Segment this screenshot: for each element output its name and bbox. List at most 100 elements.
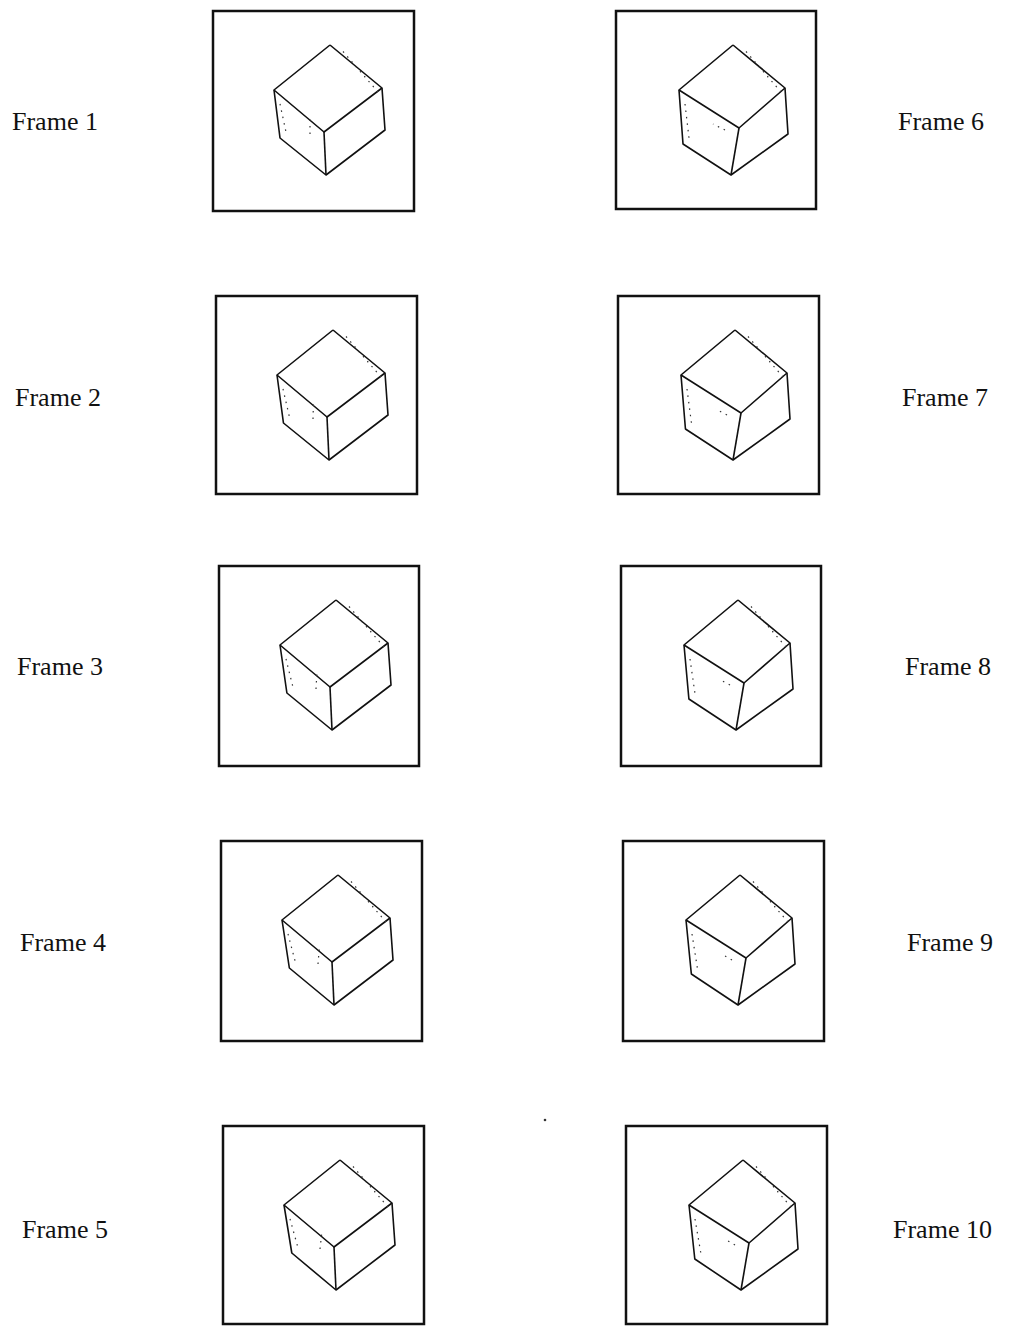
cube-edge [684, 643, 790, 683]
cube-drawing [282, 875, 393, 1005]
cube-drawing [277, 330, 388, 460]
cube-texture [309, 118, 310, 134]
cube-edge [280, 643, 388, 687]
frame-border [626, 1126, 827, 1324]
cube-edge [277, 330, 388, 460]
cube-texture [690, 659, 695, 693]
cube-drawing [274, 45, 385, 175]
cube-texture [348, 878, 386, 922]
cube-texture [725, 1239, 735, 1245]
cube-texture [290, 1219, 298, 1247]
cube-edge [324, 132, 326, 175]
cube-edge [277, 373, 385, 417]
cube-texture [695, 1219, 701, 1253]
cube-drawing [689, 1160, 798, 1290]
frame-border [616, 11, 816, 209]
cube-edge [686, 918, 792, 958]
frame-box [219, 566, 419, 766]
cube-texture [721, 954, 732, 960]
cube-edge [689, 1203, 795, 1243]
cube-edge [731, 128, 739, 175]
frame-label: Frame 1 [12, 107, 98, 137]
frame-border [621, 566, 821, 766]
frame-label: Frame 7 [902, 383, 988, 413]
cube-texture [715, 409, 727, 415]
cube-texture [340, 48, 378, 92]
frame-border [213, 11, 414, 211]
cube-edge [679, 88, 785, 128]
frame-box [626, 1126, 827, 1324]
cube-edge [282, 918, 390, 962]
frame-border [221, 841, 422, 1041]
cube-drawing [679, 45, 788, 175]
frame-box [618, 296, 819, 494]
frame-label: Frame 2 [15, 383, 101, 413]
cube-edge [741, 1243, 749, 1290]
frame-box [216, 296, 417, 494]
frame-border [618, 296, 819, 494]
frame-label: Frame 5 [22, 1215, 108, 1245]
frame-label: Frame 10 [893, 1215, 992, 1245]
cube-texture [280, 104, 286, 132]
cube-drawing [284, 1160, 395, 1290]
frame-border [623, 841, 824, 1041]
frame-box [213, 11, 414, 211]
cube-edge [689, 1160, 798, 1290]
frame-box [221, 841, 422, 1041]
cube-texture [346, 603, 384, 647]
cube-edge [330, 687, 332, 730]
cube-edge [282, 875, 393, 1005]
frame-label: Frame 4 [20, 928, 106, 958]
frame-border [223, 1126, 424, 1324]
cube-texture [719, 679, 730, 685]
cube-texture [283, 389, 289, 417]
cube-texture [312, 403, 314, 419]
cube-texture [288, 934, 295, 962]
cube-edge [684, 600, 793, 730]
cube-edge [284, 1160, 395, 1290]
cube-texture [748, 603, 786, 647]
cube-edge [686, 875, 795, 1005]
frame-label: Frame 9 [907, 928, 993, 958]
cube-texture [343, 333, 381, 377]
frame-box [223, 1126, 424, 1324]
cube-edge [679, 45, 788, 175]
cube-edge [736, 683, 744, 730]
cube-texture [743, 48, 781, 92]
frame-border [216, 296, 417, 494]
cube-texture [315, 673, 317, 689]
cube-texture [685, 104, 689, 138]
frame-box [623, 841, 824, 1041]
cube-texture [692, 934, 697, 968]
cube-texture [713, 124, 725, 130]
cube-texture [750, 878, 788, 922]
stray-dot [544, 1119, 547, 1122]
cube-drawing [681, 330, 790, 460]
frame-label: Frame 6 [898, 107, 984, 137]
cube-texture [286, 659, 293, 687]
cube-edge [738, 958, 746, 1005]
cube-drawing [280, 600, 391, 730]
cube-edge [280, 600, 391, 730]
cube-texture [745, 333, 783, 377]
frame-label: Frame 3 [17, 652, 103, 682]
cube-edge [274, 88, 382, 132]
cube-edge [327, 417, 329, 460]
cube-edge [274, 45, 385, 175]
cube-edge [681, 373, 787, 413]
cube-drawing [686, 875, 795, 1005]
cube-texture [753, 1163, 791, 1207]
cube-drawing [684, 600, 793, 730]
frame-box [616, 11, 816, 209]
frame-label: Frame 8 [905, 652, 991, 682]
frame-box [621, 566, 821, 766]
cube-texture [350, 1163, 388, 1207]
cube-edge [334, 1247, 336, 1290]
cube-texture [687, 389, 691, 423]
cube-texture [318, 948, 319, 964]
cube-edge [332, 962, 334, 1005]
frame-border [219, 566, 419, 766]
cube-edge [681, 330, 790, 460]
cube-edge [284, 1203, 392, 1247]
